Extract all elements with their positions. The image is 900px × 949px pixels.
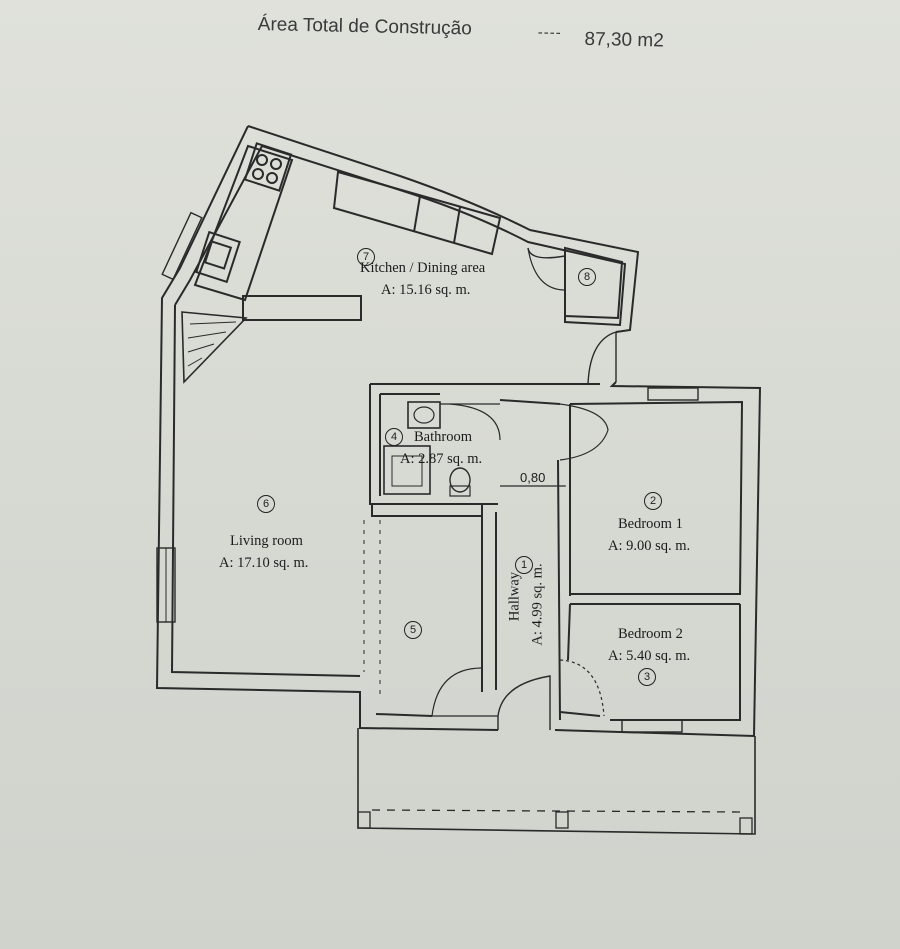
bedroom1-walls [569,400,744,605]
hallway-area: A: 4.99 sq. m. [529,563,546,646]
kitchen-counter-left [193,144,294,302]
outer-wall-inner [170,145,627,677]
hallway-left-wall [481,504,497,692]
room-number-entry: 5 [404,621,422,639]
bathroom-walls [369,384,561,505]
room-number-hallway: 1 [515,556,533,574]
bathroom-name: Bathroom [414,429,472,445]
washbasin [407,401,441,429]
bedroom1-name: Bedroom 1 [618,516,683,532]
kitchen-counter-top [332,170,502,256]
sink [195,230,241,284]
bedroom2-walls [559,603,741,721]
dining-bench [242,295,362,321]
room-number-kitchen: 7 [357,248,375,266]
kitchen-name: Kitchen / Dining area [360,260,486,276]
living-name: Living room [230,533,303,549]
window-bedroom1 [647,387,699,401]
terrace-outline [357,728,756,835]
window-bedroom2 [621,719,683,733]
room-number-bathroom: 4 [385,428,403,446]
bedroom1-area: A: 9.00 sq. m. [608,538,691,554]
hallway-name: Hallway [506,571,523,622]
window-kitchen-left [161,211,203,281]
room-number-bedroom2: 3 [638,668,656,686]
fireplace [181,311,248,384]
room-number-living: 6 [257,495,275,513]
door-dimension: 0,80 [520,470,546,485]
room-number-bedroom1: 2 [644,492,662,510]
hallway-right-wall [557,404,571,721]
front-door [497,675,551,730]
room-number-storage: 8 [578,268,596,286]
bathtub [383,445,431,495]
stove [243,142,293,192]
kitchen-area: A: 15.16 sq. m. [381,282,471,298]
outer-wall-outer [155,125,762,738]
entry-walls [371,504,482,717]
bedroom2-area: A: 5.40 sq. m. [608,648,691,664]
bathroom-area: A: 2.87 sq. m. [400,451,483,467]
storage-closet [564,246,624,320]
living-area: A: 17.10 sq. m. [219,555,309,571]
bedroom2-name: Bedroom 2 [618,626,683,642]
toilet [449,467,471,493]
